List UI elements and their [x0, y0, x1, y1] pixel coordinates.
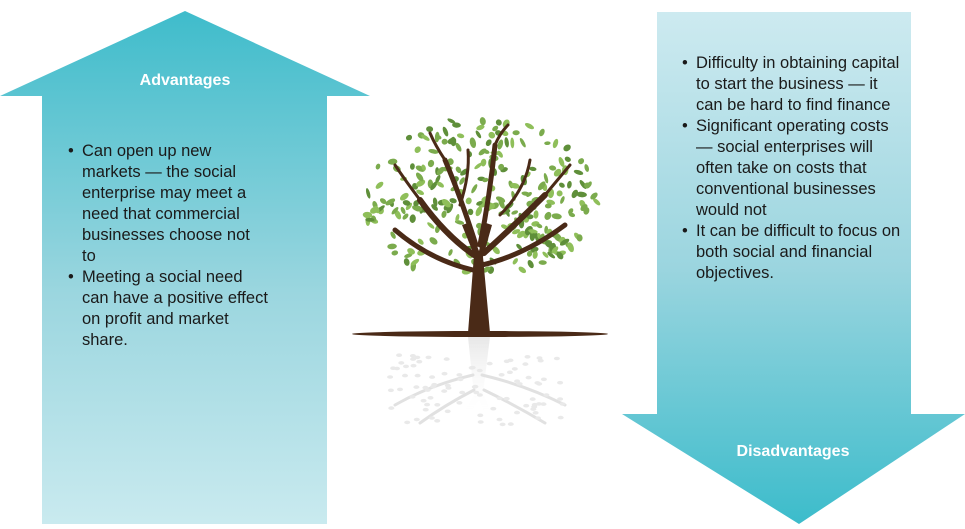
advantages-list: Can open up new markets — the social ent…	[68, 141, 268, 351]
disadvantage-item: It can be difficult to focus on both soc…	[682, 221, 902, 284]
disadvantages-list: Difficulty in obtaining capital to start…	[682, 53, 902, 284]
tree-reflection	[387, 337, 567, 427]
advantage-item: Meeting a social need can have a positiv…	[68, 267, 268, 351]
tree-trunk	[392, 123, 572, 333]
disadvantage-item: Significant operating costs — social ent…	[682, 116, 902, 221]
advantage-item: Can open up new markets — the social ent…	[68, 141, 268, 267]
disadvantage-item: Difficulty in obtaining capital to start…	[682, 53, 902, 116]
advantages-title: Advantages	[139, 72, 231, 89]
ground-line	[352, 331, 608, 337]
tree-illustration	[352, 117, 608, 427]
disadvantages-title: Disadvantages	[736, 443, 850, 460]
tree-canopy	[362, 117, 601, 275]
